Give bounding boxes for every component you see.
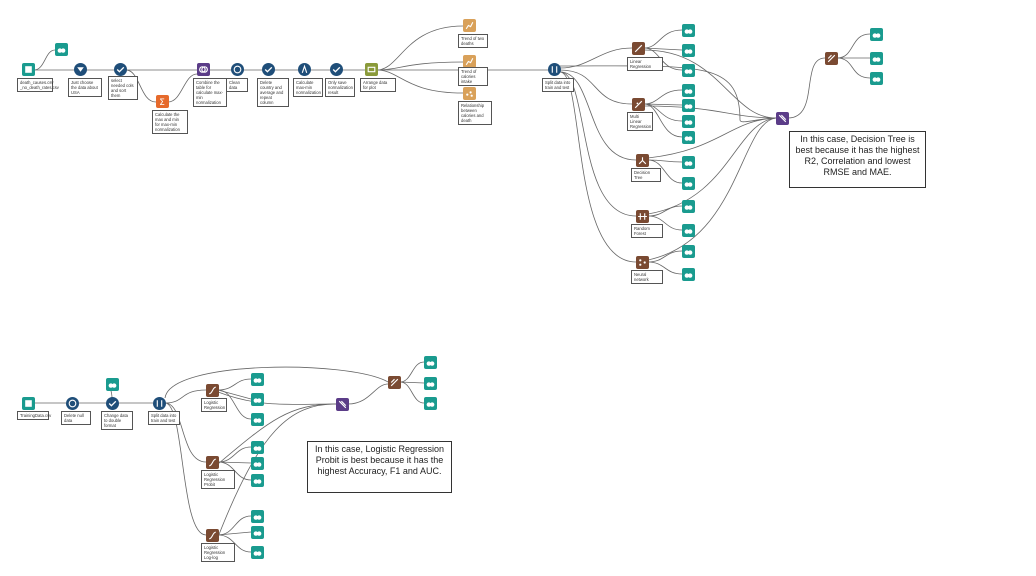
- browse-icon[interactable]: [682, 44, 695, 57]
- multi-linear-regression-label: Multi Linear Regression: [627, 112, 653, 131]
- select-tool-bottom[interactable]: [106, 397, 119, 410]
- summarize-tool[interactable]: Σ: [156, 95, 169, 108]
- comment-box-top[interactable]: In this case, Decision Tree is best beca…: [789, 131, 926, 188]
- browse-icon[interactable]: [682, 131, 695, 144]
- browse-icon[interactable]: [424, 356, 437, 369]
- logistic-loglog-tool[interactable]: [206, 529, 219, 542]
- logistic-probit-tool[interactable]: [206, 456, 219, 469]
- arrange-tool[interactable]: [365, 63, 378, 76]
- browse-icon[interactable]: [682, 99, 695, 112]
- logistic-regression-tool[interactable]: [206, 384, 219, 397]
- filter-label: Just choose the data about USA: [68, 78, 102, 97]
- decision-tree-label: Decision Tree: [631, 168, 661, 182]
- chart-tool-trend[interactable]: [463, 19, 476, 32]
- comment-box-bottom[interactable]: In this case, Logistic Regression Probit…: [307, 441, 452, 493]
- select-label-2: Delete country and average and repeat co…: [257, 78, 289, 107]
- browse-icon[interactable]: [251, 457, 264, 470]
- browse-icon[interactable]: [424, 397, 437, 410]
- neural-network-label: Neural network: [631, 270, 663, 284]
- browse-icon[interactable]: [870, 52, 883, 65]
- join-tool[interactable]: [197, 63, 210, 76]
- summarize-label: Calculate the max and min for max-min no…: [152, 110, 188, 134]
- chart-label-calories: Trend of calories intake: [458, 67, 488, 86]
- browse-icon[interactable]: [251, 546, 264, 559]
- logistic-probit-label: Logistic Regression Probit: [201, 470, 235, 489]
- data-cleansing-label: Delete null data: [61, 411, 91, 425]
- formula-tool-1[interactable]: [231, 63, 244, 76]
- browse-icon[interactable]: [682, 84, 695, 97]
- browse-icon[interactable]: [682, 24, 695, 37]
- chart-tool-calories[interactable]: [463, 55, 476, 68]
- browse-icon[interactable]: [682, 64, 695, 77]
- browse-icon[interactable]: [55, 43, 68, 56]
- chart-label-trend: Trend of two deaths: [458, 34, 488, 48]
- decision-tree-tool[interactable]: [636, 154, 649, 167]
- browse-icon[interactable]: [682, 224, 695, 237]
- random-forest-label: Random Forest: [631, 224, 663, 238]
- browse-icon[interactable]: [682, 268, 695, 281]
- select-tool-2[interactable]: [262, 63, 275, 76]
- linear-regression-tool[interactable]: [632, 42, 645, 55]
- browse-icon[interactable]: [682, 200, 695, 213]
- formula-label-1: Clean data: [226, 78, 248, 92]
- select-label-3: Only save normalization result: [325, 78, 355, 97]
- chart-label-relationship: Relationship between calories and death: [458, 101, 492, 125]
- browse-icon[interactable]: [682, 245, 695, 258]
- browse-icon[interactable]: [251, 474, 264, 487]
- browse-icon[interactable]: [251, 393, 264, 406]
- create-samples-tool-bottom[interactable]: [153, 397, 166, 410]
- filter-tool[interactable]: [74, 63, 87, 76]
- browse-icon[interactable]: [106, 378, 119, 391]
- browse-icon[interactable]: [682, 156, 695, 169]
- model-comparison-tool[interactable]: [825, 52, 838, 65]
- arrange-label: Arrange data for plot: [360, 78, 396, 92]
- create-samples-tool[interactable]: [548, 63, 561, 76]
- union-tool[interactable]: [776, 112, 789, 125]
- browse-icon[interactable]: [870, 28, 883, 41]
- create-samples-label-bottom: Split data into train and test: [148, 411, 180, 425]
- input-data-tool-bottom[interactable]: [22, 397, 35, 410]
- formula-label-2: Calculate max-min normalization: [293, 78, 323, 97]
- model-comparison-tool-bottom[interactable]: [388, 376, 401, 389]
- create-samples-label: Split data into train and test: [542, 78, 574, 92]
- select-tool-3[interactable]: [330, 63, 343, 76]
- browse-icon[interactable]: [870, 72, 883, 85]
- browse-icon[interactable]: [251, 373, 264, 386]
- neural-network-tool[interactable]: [636, 256, 649, 269]
- browse-icon[interactable]: [682, 115, 695, 128]
- browse-icon[interactable]: [251, 510, 264, 523]
- browse-icon[interactable]: [251, 526, 264, 539]
- formula-tool-2[interactable]: [298, 63, 311, 76]
- chart-tool-relationship[interactable]: [463, 87, 476, 100]
- logistic-loglog-label: Logistic Regression Log-log: [201, 543, 235, 562]
- logistic-regression-label: Logistic Regression: [201, 398, 227, 412]
- union-tool-bottom[interactable]: [336, 398, 349, 411]
- browse-icon[interactable]: [682, 177, 695, 190]
- svg-text:Σ: Σ: [159, 98, 165, 107]
- browse-icon[interactable]: [251, 413, 264, 426]
- linear-regression-label: Linear Regression: [627, 57, 663, 71]
- browse-icon[interactable]: [424, 377, 437, 390]
- browse-icon[interactable]: [251, 441, 264, 454]
- random-forest-tool[interactable]: [636, 210, 649, 223]
- input-data-label: death_causes.csv _no_death_rates.csv: [17, 78, 59, 92]
- data-cleansing-tool[interactable]: [66, 397, 79, 410]
- select-label-bottom: Change data to double format: [101, 411, 133, 430]
- multi-linear-regression-tool[interactable]: [632, 98, 645, 111]
- input-data-tool[interactable]: [22, 63, 35, 76]
- select-label-1: select needed cols and sort them: [108, 76, 138, 100]
- input-data-label-bottom: TrainingData.csv: [17, 411, 51, 420]
- join-label: Combine the table for calculate max-min …: [193, 78, 227, 107]
- select-tool-1[interactable]: [114, 63, 127, 76]
